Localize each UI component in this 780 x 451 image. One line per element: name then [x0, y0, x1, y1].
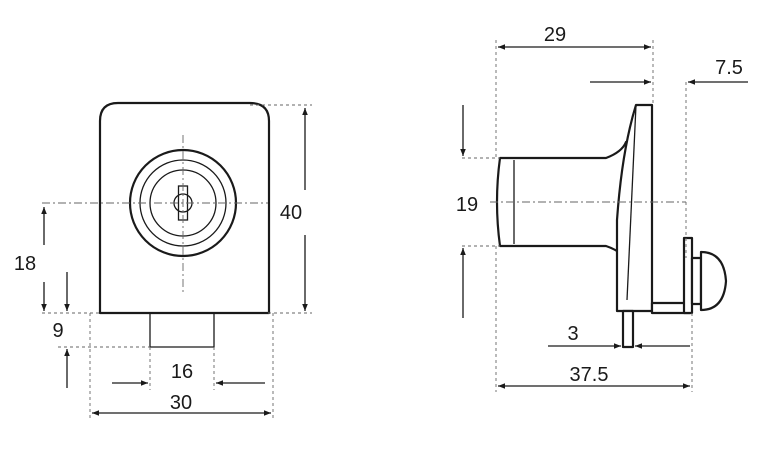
dim-cylinder-dia-19: 19 [456, 194, 478, 216]
dim-height-40: 40 [280, 202, 302, 224]
dim-total-length-37-5: 37.5 [570, 364, 609, 386]
dim-offset-9: 9 [52, 320, 63, 342]
dim-body-width-30: 30 [170, 392, 192, 414]
side-pin [621, 309, 635, 349]
front-dimensions: 40 18 9 16 30 [14, 104, 312, 418]
side-bracket-post [682, 236, 694, 315]
front-tab-outline [149, 313, 215, 348]
side-cap-neck [690, 256, 703, 306]
dim-pin-width-3: 3 [567, 323, 578, 345]
side-view [490, 103, 728, 349]
dim-cap-offset-7-5: 7.5 [715, 57, 743, 79]
dim-center-height-18: 18 [14, 253, 36, 275]
front-view [42, 101, 271, 348]
dim-tab-width-16: 16 [171, 361, 193, 383]
dim-top-length-29: 29 [544, 24, 566, 46]
side-dimensions: 29 7.5 19 3 37.5 [456, 24, 748, 392]
side-cylinder [495, 140, 628, 260]
side-cap-dome [699, 250, 728, 312]
